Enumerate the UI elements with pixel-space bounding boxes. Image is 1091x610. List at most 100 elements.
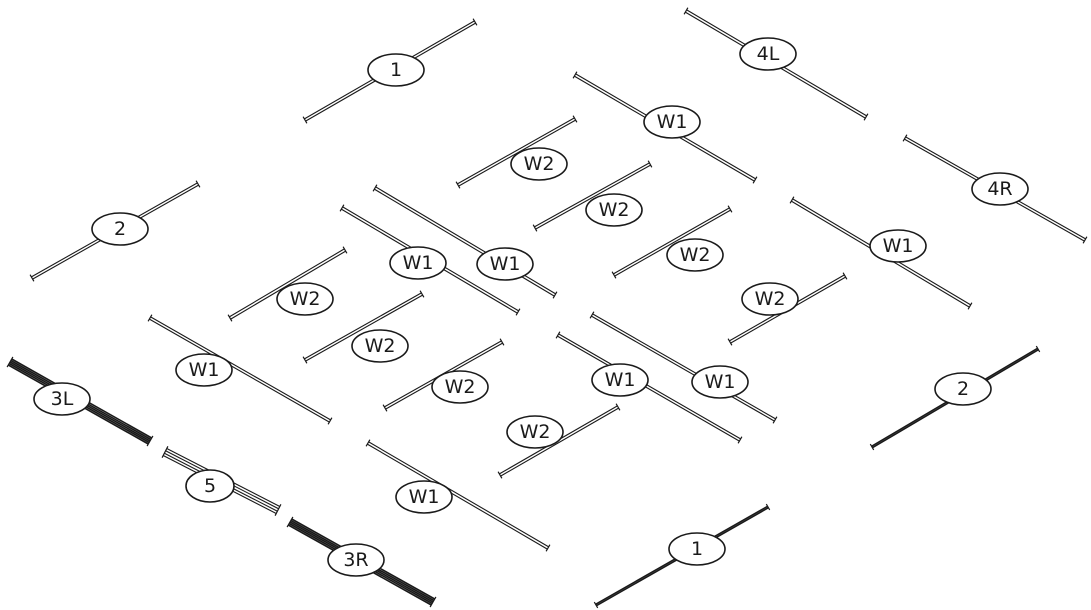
rail-stroke [304,292,422,360]
part-label-text: W2 [290,288,321,310]
rail-end-cap [589,311,595,319]
rail-stroke [591,315,775,422]
rail-stroke [457,117,575,185]
label-bubble [668,532,726,566]
rail-end-cap [572,115,578,123]
rail-end-cap [515,308,521,316]
rail-end-cap [302,116,308,124]
rail-end-cap [532,224,538,232]
label-bubble [395,480,453,514]
label-bubble [510,147,568,181]
rail-end-cap [789,196,795,204]
rail-end-cap [499,338,505,346]
rail-end-cap [967,302,973,310]
rail-end-cap [683,7,689,15]
label-bubble [739,37,797,71]
part-label-text: W2 [520,421,551,443]
rail-end-cap [497,471,503,479]
rail-part-W2-f [302,290,425,364]
part-label-part-1-top: 1 [367,53,425,87]
label-bubble [666,238,724,272]
part-label-part-W2-d: W2 [276,282,334,316]
label-bubble [971,172,1029,206]
part-label-part-W2-h: W2 [506,415,564,449]
label-bubble [185,469,235,503]
rail-end-cap [419,290,425,298]
part-label-part-W2-g: W2 [431,370,489,404]
part-label-text: 2 [957,378,969,400]
part-label-text: 4L [757,43,780,65]
part-label-part-W1-f: W1 [691,365,749,399]
part-label-text: W1 [657,111,688,133]
rail-end-cap [752,176,758,184]
part-label-part-W2-f: W2 [351,329,409,363]
label-bubble [691,365,749,399]
part-label-part-W1-d: W1 [389,246,447,280]
rail-end-cap [6,356,14,368]
rail-end-cap [727,205,733,213]
part-label-part-W2-c: W2 [666,238,724,272]
rail-end-cap [552,291,558,299]
part-label-part-W1-a: W1 [643,105,701,139]
label-bubble [389,246,447,280]
rail-stroke [375,186,556,295]
rail-end-cap [593,601,599,609]
rail-stroke [500,407,619,477]
part-label-text: W2 [365,335,396,357]
rail-stroke [230,250,346,320]
rail-end-cap [772,416,778,424]
part-label-text: W2 [599,199,630,221]
rail-part-W2-d [227,246,348,322]
part-label-text: W2 [445,376,476,398]
part-label-text: 3R [343,549,368,571]
label-bubble [934,372,992,406]
rail-part-W2-c [611,205,733,279]
rail-stroke [305,294,423,362]
rail-end-cap [365,439,371,447]
part-label-text: W2 [524,153,555,175]
part-label-part-5: 5 [185,469,235,503]
rail-end-cap [727,338,733,346]
part-label-text: W1 [883,235,914,257]
rail-end-cap [372,184,378,192]
rail-stroke [149,318,330,423]
part-label-part-2-left: 2 [91,212,149,246]
rail-end-cap [555,331,561,339]
part-label-part-W1-h: W1 [395,480,453,514]
rail-end-cap [572,71,578,79]
label-bubble [741,282,799,316]
rail-stroke [367,443,548,550]
rail-part-W1-f [589,311,778,424]
part-label-part-W2-e: W2 [741,282,799,316]
part-label-text: 4R [987,178,1012,200]
rail-end-cap [147,314,153,322]
part-label-text: 2 [114,218,126,240]
rail-end-cap [146,435,154,447]
rail-stroke [368,441,549,548]
part-label-part-W1-b: W1 [869,229,927,263]
rail-stroke [592,313,776,420]
rail-stroke [535,164,651,230]
rail-end-cap [765,503,771,511]
label-bubble [327,543,385,577]
rail-part-W1-g [555,331,743,444]
part-label-text: W1 [403,252,434,274]
part-label-part-1-bottom: 1 [668,532,726,566]
rail-end-cap [647,160,653,168]
part-label-part-W2-a: W2 [510,147,568,181]
rail-end-cap [863,113,869,121]
rail-end-cap [842,272,848,280]
rail-end-cap [902,134,908,142]
rail-stroke [614,209,731,277]
rail-end-cap [327,417,333,425]
rail-end-cap [737,436,743,444]
part-label-text: 3L [51,388,74,410]
part-label-part-W2-b: W2 [585,193,643,227]
rail-stroke [150,316,331,421]
rail-part-W1-e [147,314,333,425]
rail-end-cap [29,274,35,282]
part-label-text: W1 [409,486,440,508]
part-label-text: W2 [680,244,711,266]
rail-stroke [534,162,650,228]
